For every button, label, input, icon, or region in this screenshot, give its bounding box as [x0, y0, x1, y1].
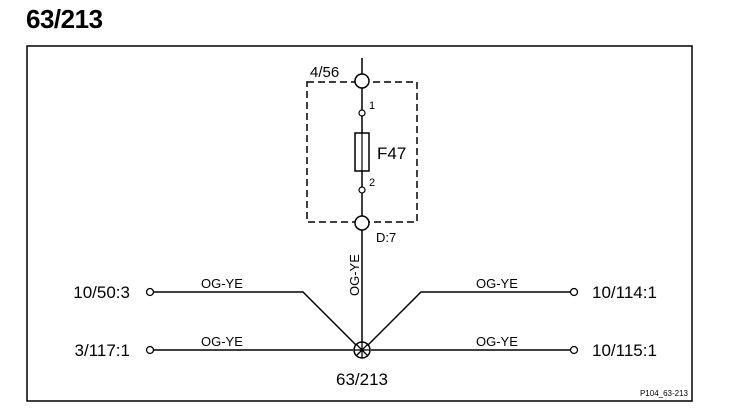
- right-top-wire-color: OG-YE: [476, 276, 518, 291]
- right-bottom-wire-color: OG-YE: [476, 334, 518, 349]
- left-bottom-terminal: [145, 345, 155, 355]
- right-bottom-terminal: [569, 345, 579, 355]
- left-bottom-terminal-label: 3/117:1: [75, 341, 130, 360]
- right-bottom-terminal-label: 10/115:1: [592, 341, 657, 360]
- pin1-terminal: [358, 109, 366, 117]
- figure-code: P104_63-213: [640, 389, 689, 398]
- left-top-terminal: [145, 287, 155, 297]
- left-top-wire-color: OG-YE: [201, 276, 243, 291]
- center-wire-color: OG-YE: [347, 254, 362, 296]
- pin2-label: 2: [369, 177, 375, 189]
- page-title: 63/213: [26, 4, 103, 34]
- left-bottom-wire-color: OG-YE: [201, 334, 243, 349]
- pin2-terminal: [358, 186, 366, 194]
- left-top-terminal-label: 10/50:3: [73, 283, 130, 302]
- diagram-frame: [26, 45, 693, 402]
- splice-icon: [353, 341, 371, 359]
- bottom-connector-circle: [354, 215, 370, 231]
- right-top-terminal: [569, 287, 579, 297]
- fuse-label: F47: [377, 144, 406, 163]
- top-connector-label: 4/56: [310, 64, 339, 81]
- right-top-wire: [367, 291, 570, 346]
- right-top-terminal-label: 10/114:1: [592, 283, 657, 302]
- top-connector-circle: [354, 73, 370, 89]
- bottom-connector-label: D:7: [376, 230, 396, 245]
- splice-label: 63/213: [336, 370, 388, 389]
- left-top-wire: [154, 291, 357, 346]
- pin1-label: 1: [369, 100, 375, 112]
